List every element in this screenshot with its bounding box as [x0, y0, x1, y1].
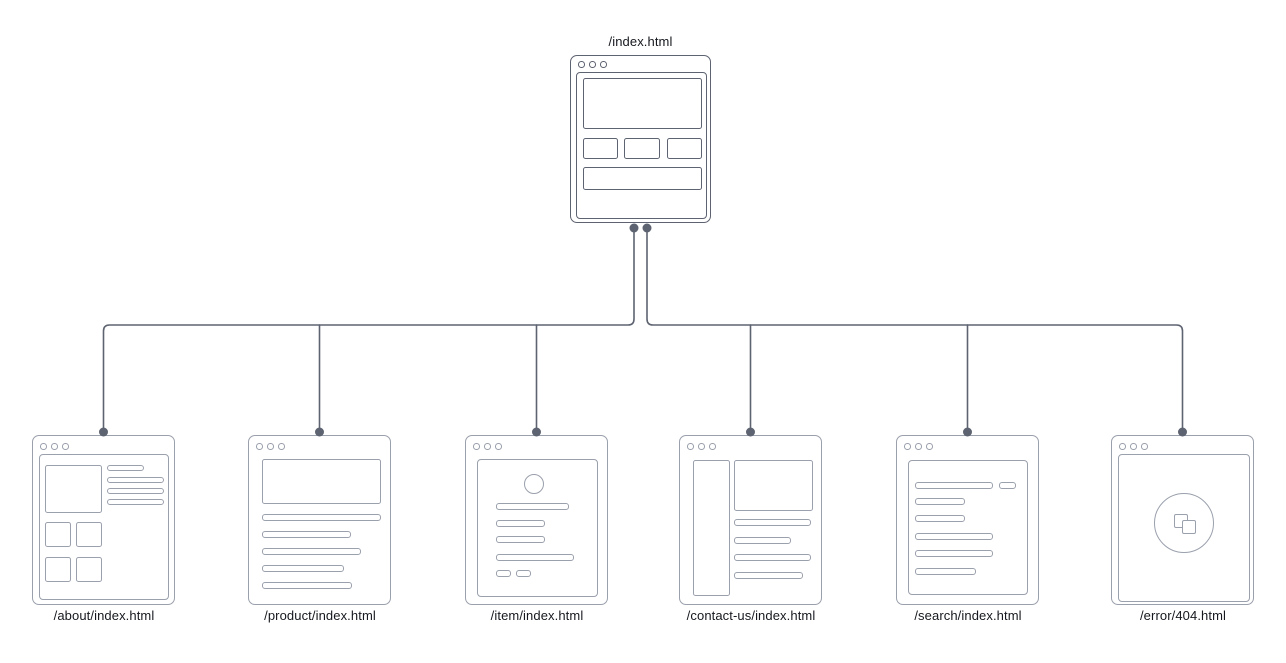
broken-page-icon — [1154, 493, 1214, 553]
text-line — [107, 477, 164, 483]
window-control-dots — [256, 443, 285, 450]
text-line — [107, 465, 144, 471]
window-control-dots — [578, 61, 607, 68]
window-dot-icon — [40, 443, 47, 450]
page-content-frame — [576, 72, 707, 219]
text-line — [496, 536, 545, 543]
node-label-about: /about/index.html — [53, 608, 155, 623]
overlap-square-front-icon — [1182, 520, 1196, 534]
connector-path-right-branch — [646, 225, 1184, 432]
sidebar-block — [693, 460, 730, 596]
image-block — [45, 465, 102, 513]
node-label-error-404: /error/404.html — [1139, 608, 1227, 623]
window-dot-icon — [926, 443, 933, 450]
button-block — [496, 570, 511, 577]
thumbnail-block — [76, 557, 102, 582]
window-dot-icon — [589, 61, 596, 68]
sitemap-node-about[interactable] — [32, 435, 175, 605]
window-dot-icon — [709, 443, 716, 450]
card-block — [624, 138, 660, 159]
page-content-frame — [39, 454, 169, 600]
window-dot-icon — [600, 61, 607, 68]
window-dot-icon — [1119, 443, 1126, 450]
hero-block — [583, 78, 702, 129]
text-line — [915, 568, 976, 575]
banner-block — [583, 167, 702, 190]
window-dot-icon — [495, 443, 502, 450]
connector-dot — [642, 223, 652, 233]
text-line — [107, 488, 164, 494]
thumbnail-block — [45, 522, 71, 547]
window-dot-icon — [687, 443, 694, 450]
window-control-dots — [473, 443, 502, 450]
hero-block — [734, 460, 813, 511]
sitemap-node-search[interactable] — [896, 435, 1039, 605]
window-dot-icon — [484, 443, 491, 450]
text-line — [734, 554, 811, 561]
sitemap-node-error-404[interactable] — [1111, 435, 1254, 605]
window-dot-icon — [1130, 443, 1137, 450]
window-dot-icon — [1141, 443, 1148, 450]
search-button-block — [999, 482, 1016, 489]
hero-block — [262, 459, 381, 504]
node-label-product: /product/index.html — [264, 608, 376, 623]
card-block — [667, 138, 702, 159]
text-line — [262, 531, 351, 538]
window-dot-icon — [51, 443, 58, 450]
text-line — [262, 565, 344, 572]
window-dot-icon — [267, 443, 274, 450]
text-line — [915, 498, 965, 505]
window-dot-icon — [578, 61, 585, 68]
window-dot-icon — [915, 443, 922, 450]
card-block — [583, 138, 618, 159]
sitemap-node-root[interactable] — [570, 55, 711, 223]
window-dot-icon — [278, 443, 285, 450]
avatar-circle-icon — [524, 474, 544, 494]
text-line — [915, 533, 993, 540]
window-dot-icon — [473, 443, 480, 450]
text-line — [496, 554, 574, 561]
text-line — [915, 515, 965, 522]
connector-path-left-branch — [102, 225, 635, 432]
search-input-block — [915, 482, 993, 489]
thumbnail-block — [45, 557, 71, 582]
text-line — [915, 550, 993, 557]
window-control-dots — [904, 443, 933, 450]
window-dot-icon — [256, 443, 263, 450]
window-dot-icon — [62, 443, 69, 450]
page-content-frame — [908, 460, 1028, 595]
page-content-frame — [477, 459, 598, 597]
text-line — [496, 520, 545, 527]
node-label-item: /item/index.html — [490, 608, 584, 623]
sitemap-node-product[interactable] — [248, 435, 391, 605]
sitemap-node-contact-us[interactable] — [679, 435, 822, 605]
page-content-frame — [1118, 454, 1250, 602]
window-control-dots — [687, 443, 716, 450]
node-label-contact-us: /contact-us/index.html — [686, 608, 816, 623]
text-line — [262, 514, 381, 521]
window-dot-icon — [904, 443, 911, 450]
thumbnail-block — [76, 522, 102, 547]
text-line — [262, 548, 361, 555]
text-line — [496, 503, 569, 510]
text-line — [107, 499, 164, 505]
sitemap-node-item[interactable] — [465, 435, 608, 605]
text-line — [262, 582, 352, 589]
button-block — [516, 570, 531, 577]
node-label-search: /search/index.html — [914, 608, 1022, 623]
window-dot-icon — [698, 443, 705, 450]
window-control-dots — [1119, 443, 1148, 450]
text-line — [734, 537, 791, 544]
node-label-root: /index.html — [608, 34, 673, 49]
text-line — [734, 572, 803, 579]
connector-dot — [629, 223, 639, 233]
window-control-dots — [40, 443, 69, 450]
text-line — [734, 519, 811, 526]
